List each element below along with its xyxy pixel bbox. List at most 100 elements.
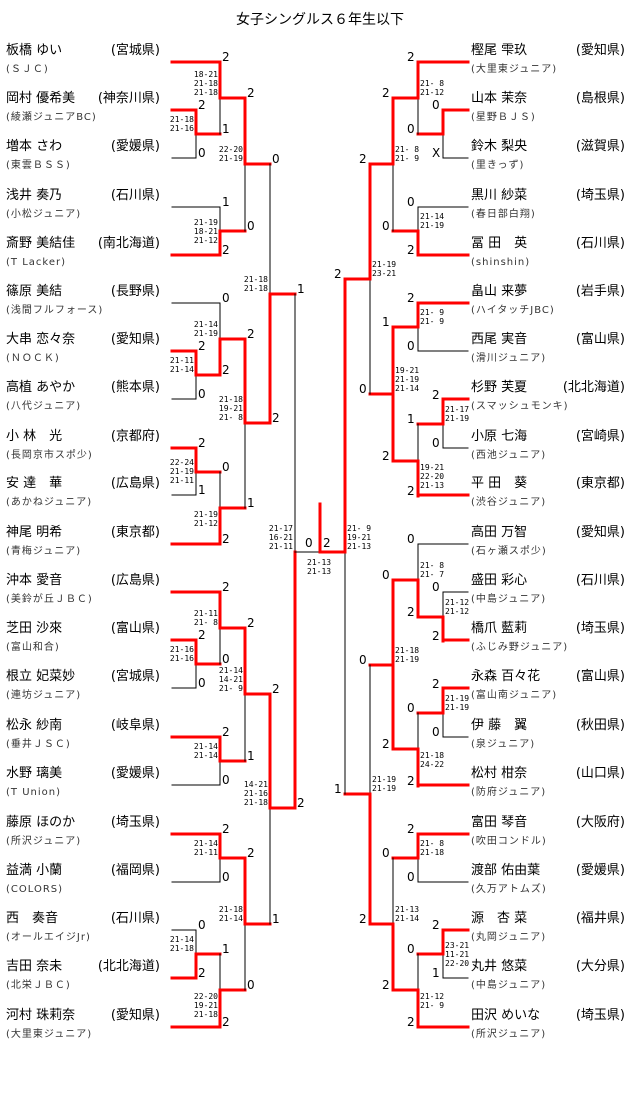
player-entry: 小 林 光(京都府)(長岡京市スポ少) xyxy=(6,428,160,463)
player-entry: 田沢 めいな(埼玉県)(所沢ジュニア) xyxy=(471,1007,625,1042)
player-entry: 河村 珠莉奈(愛知県)(大里東ジュニア) xyxy=(6,1007,160,1042)
game-scores: 21- 9 19-21 21-13 xyxy=(347,524,372,551)
player-entry: 安 達 華(広島県)(あかねジュニア) xyxy=(6,475,160,510)
player-club: (東雲ＢＳＳ) xyxy=(6,160,71,171)
player-club: (八代ジュニア) xyxy=(6,401,82,412)
match-score-top: 0 xyxy=(198,918,206,932)
match-score-top: 2 xyxy=(382,86,390,100)
player-club: (垂井ＪＳＣ) xyxy=(6,739,71,750)
match-score-top: 0 xyxy=(432,580,440,594)
player-name: 富田 琴音 xyxy=(471,815,528,830)
player-name: 畠山 来夢 xyxy=(471,284,528,299)
game-scores: 21-14 21-11 xyxy=(193,839,218,857)
player-entry: 小原 七海(宮崎県)(西池ジュニア) xyxy=(471,428,625,463)
player-name: 河村 珠莉奈 xyxy=(6,1008,76,1023)
player-club: (オールエイジJr) xyxy=(6,932,91,943)
game-scores: 21-19 21-12 xyxy=(193,510,218,528)
match-score-top: 1 xyxy=(222,195,230,209)
player-name: 板橋 ゆい xyxy=(6,43,63,58)
match-score-top: 0 xyxy=(222,460,230,474)
player-prefecture: (愛知県) xyxy=(110,1008,160,1023)
player-name: 根立 妃菜妙 xyxy=(6,669,76,684)
game-scores: 21-19 21-19 xyxy=(372,775,397,793)
match-score-bottom: 2 xyxy=(432,629,440,643)
game-scores: 19-21 21-19 21-14 xyxy=(395,366,420,393)
match-score-bottom: X xyxy=(432,146,441,160)
player-club: (富山和合) xyxy=(6,642,60,653)
player-prefecture: (岐阜県) xyxy=(110,718,160,733)
game-scores: 21-18 24-22 xyxy=(420,751,445,769)
player-entry: 西尾 実音(富山県)(滑川ジュニア) xyxy=(471,331,625,366)
game-scores: 21-18 21-18 xyxy=(243,275,268,293)
match-score-top: 1 xyxy=(222,942,230,956)
game-scores: 21-16 21-16 xyxy=(169,645,194,663)
player-club: (T Union) xyxy=(6,787,61,798)
match-score-bottom: 1 xyxy=(272,912,280,926)
player-prefecture: (山口県) xyxy=(575,766,625,781)
match-score-top: 0 xyxy=(359,653,367,667)
player-club: (あかねジュニア) xyxy=(6,497,93,508)
player-club: (スマッシュモンキ) xyxy=(471,401,569,412)
player-club: (T Lacker) xyxy=(6,257,66,268)
game-scores: 19-21 22-20 21-13 xyxy=(420,463,445,490)
game-scores: 21- 8 21-18 xyxy=(420,839,445,857)
match-score-top: 2 xyxy=(407,291,415,305)
player-name: 伊 藤 翼 xyxy=(471,718,528,733)
match-score-top: 2 xyxy=(198,339,206,353)
player-entry: 藤原 ほのか(埼玉県)(所沢ジュニア) xyxy=(6,814,160,849)
player-name: 斎野 美結佳 xyxy=(6,236,76,251)
player-prefecture: (広島県) xyxy=(110,573,160,588)
player-entry: 黒川 紗菜(埼玉県)(春日部白翔) xyxy=(471,187,625,222)
player-prefecture: (宮城県) xyxy=(110,669,160,684)
final-score-right: 2 xyxy=(323,536,331,550)
player-entry: 斎野 美結佳 (南北海道) (T Lacker) xyxy=(6,235,160,270)
match-score-top: 2 xyxy=(198,628,206,642)
player-club: (滑川ジュニア) xyxy=(471,353,547,364)
player-name: 冨 田 英 xyxy=(471,236,528,251)
player-prefecture: (愛知県) xyxy=(575,43,625,58)
player-entry: 高植 あやか(熊本県)(八代ジュニア) xyxy=(6,379,160,414)
match-score-bottom: 2 xyxy=(272,411,280,425)
player-prefecture: (宮城県) xyxy=(110,43,160,58)
player-prefecture: (石川県) xyxy=(110,188,160,203)
match-score-top: 0 xyxy=(407,942,415,956)
player-prefecture: (京都府) xyxy=(110,429,160,444)
match-score-bottom: 2 xyxy=(198,966,206,980)
game-scores: 21- 9 21- 9 xyxy=(420,308,445,326)
match-score-bottom: 0 xyxy=(222,652,230,666)
player-name: 岡村 優希美 xyxy=(6,91,76,106)
game-scores: 21-12 21-12 xyxy=(445,598,470,616)
player-entry: 板橋 ゆい (宮城県) (ＳＪＣ) xyxy=(6,42,160,77)
player-name: 吉田 奈未 xyxy=(6,959,63,974)
player-name: 源 杏 菜 xyxy=(471,911,528,926)
player-club: (泉ジュニア) xyxy=(471,739,536,750)
player-prefecture: (北北海道) xyxy=(562,380,625,395)
player-club: (長岡京市スポ少) xyxy=(6,450,93,461)
game-scores: 21- 8 21-12 xyxy=(420,79,445,97)
game-scores: 21-18 19-21 21- 8 xyxy=(218,395,243,422)
player-prefecture: (滋賀県) xyxy=(575,139,625,154)
player-entry: 永森 百々花(富山県)(富山南ジュニア) xyxy=(471,668,625,703)
player-name: 田沢 めいな xyxy=(471,1008,541,1023)
match-score-top: 2 xyxy=(272,682,280,696)
player-name: 山本 茉奈 xyxy=(471,91,528,106)
match-score-bottom: 2 xyxy=(407,1015,415,1029)
match-score-top: 2 xyxy=(222,580,230,594)
game-scores: 21-14 21-19 xyxy=(420,212,445,230)
match-score-bottom: 2 xyxy=(407,605,415,619)
player-prefecture: (埼玉県) xyxy=(575,188,625,203)
match-score-bottom: 0 xyxy=(432,725,440,739)
match-score-bottom: 2 xyxy=(382,449,390,463)
player-prefecture: (埼玉県) xyxy=(110,815,160,830)
player-club: (ＳＪＣ) xyxy=(6,64,49,75)
player-prefecture: (愛媛県) xyxy=(110,766,160,781)
game-scores: 21- 8 21- 9 xyxy=(395,145,420,163)
player-entry: 伊 藤 翼(秋田県)(泉ジュニア) xyxy=(471,717,625,752)
match-score-top: 2 xyxy=(247,86,255,100)
player-club: (中島ジュニア) xyxy=(471,594,547,605)
player-entry: 樫尾 雫玖(愛知県)(大里東ジュニア) xyxy=(471,42,625,77)
game-scores: 21-19 23-21 xyxy=(372,260,397,278)
player-entry: 増本 さわ(愛媛県)(東雲ＢＳＳ) xyxy=(6,138,160,173)
player-prefecture: (南北海道) xyxy=(97,236,160,251)
